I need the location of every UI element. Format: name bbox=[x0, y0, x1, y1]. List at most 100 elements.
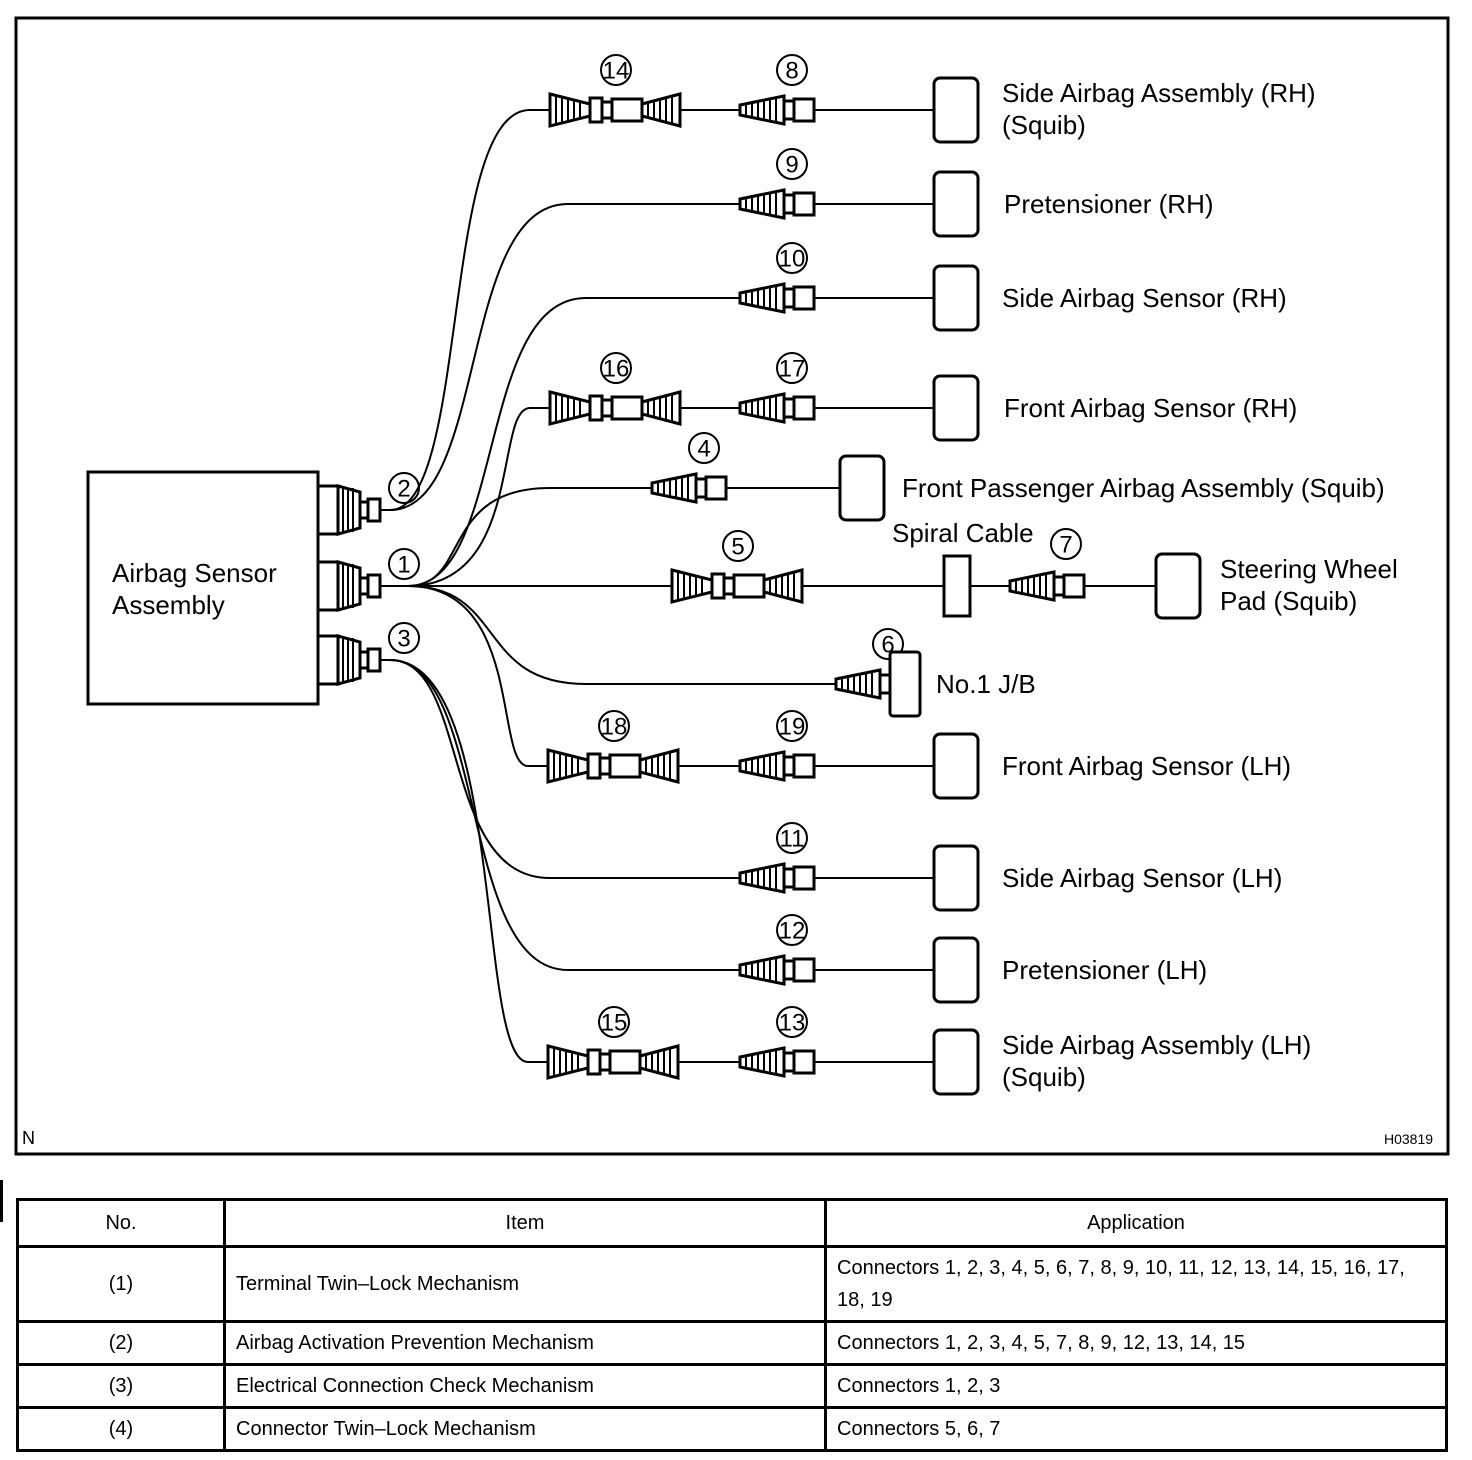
junction-block bbox=[888, 650, 922, 718]
row-application: Connectors 1, 2, 3, 4, 5, 6, 7, 8, 9, 10… bbox=[824, 1245, 1448, 1323]
connector-number: 5 bbox=[722, 530, 754, 562]
spiral-cable-label: Spiral Cable bbox=[892, 518, 1034, 548]
double-connector bbox=[546, 748, 680, 784]
single-connector bbox=[738, 1046, 816, 1078]
svg-text:2: 2 bbox=[397, 476, 410, 503]
connector-number: 17 bbox=[776, 352, 808, 384]
svg-text:8: 8 bbox=[785, 58, 798, 85]
double-connector bbox=[548, 92, 682, 128]
component-box bbox=[838, 454, 886, 522]
svg-text:15: 15 bbox=[601, 1010, 628, 1037]
double-connector bbox=[548, 390, 682, 426]
header-item: Item bbox=[223, 1198, 827, 1248]
wire-side-airbag-lh bbox=[380, 659, 548, 1063]
single-connector bbox=[738, 188, 816, 220]
row-application: Connectors 1, 2, 3, 4, 5, 7, 8, 9, 12, 1… bbox=[824, 1320, 1448, 1366]
row-item: Connector Twin–Lock Mechanism bbox=[223, 1406, 827, 1452]
double-connector bbox=[670, 568, 804, 604]
single-connector bbox=[738, 750, 816, 782]
sensor-connector-3 bbox=[316, 634, 382, 686]
svg-text:18: 18 bbox=[601, 714, 628, 741]
component-box bbox=[932, 374, 980, 442]
row-application: Connectors 1, 2, 3 bbox=[824, 1363, 1448, 1409]
connector-number: 16 bbox=[600, 352, 632, 384]
svg-text:5: 5 bbox=[731, 534, 744, 561]
component-label: Pretensioner (RH) bbox=[1004, 189, 1214, 219]
svg-text:10: 10 bbox=[779, 246, 806, 273]
mechanism-table: No. Item Application (1) Terminal Twin–L… bbox=[16, 1198, 1448, 1452]
component-label: Side Airbag Sensor (RH) bbox=[1002, 283, 1287, 313]
wire-pretensioner-lh bbox=[380, 659, 740, 971]
connector-number-1: 1 bbox=[388, 548, 420, 580]
svg-text:12: 12 bbox=[779, 918, 806, 945]
table-row: (1) Terminal Twin–Lock Mechanism Connect… bbox=[16, 1245, 1448, 1323]
component-box bbox=[932, 844, 980, 912]
connector-number-3: 3 bbox=[388, 622, 420, 654]
connector-number: 7 bbox=[1050, 528, 1082, 560]
connector-number: 11 bbox=[776, 822, 808, 854]
sensor-connector-1 bbox=[316, 560, 382, 612]
main-unit-label-line2: Assembly bbox=[112, 590, 225, 620]
svg-text:7: 7 bbox=[1059, 532, 1072, 559]
svg-text:16: 16 bbox=[603, 356, 630, 383]
table-row: (3) Electrical Connection Check Mechanis… bbox=[16, 1363, 1448, 1409]
connector-number: 19 bbox=[776, 710, 808, 742]
header-no: No. bbox=[16, 1198, 226, 1248]
row-item: Terminal Twin–Lock Mechanism bbox=[223, 1245, 827, 1323]
connector-number: 15 bbox=[598, 1006, 630, 1038]
connector-number: 12 bbox=[776, 914, 808, 946]
svg-text:14: 14 bbox=[603, 58, 630, 85]
component-label-line2: (Squib) bbox=[1002, 1062, 1086, 1092]
diagram-frame bbox=[14, 16, 1450, 1156]
component-label: Front Airbag Sensor (RH) bbox=[1004, 393, 1297, 423]
wire-front-airbag-sensor-rh bbox=[380, 407, 550, 587]
table-header-row: No. Item Application bbox=[16, 1198, 1448, 1248]
connector-number: 4 bbox=[688, 432, 720, 464]
svg-text:3: 3 bbox=[397, 626, 410, 653]
margin-bar bbox=[0, 1180, 3, 1222]
row-no: (4) bbox=[16, 1406, 226, 1452]
wire-front-airbag-sensor-lh bbox=[380, 585, 548, 767]
wire-no1-jb bbox=[380, 585, 836, 685]
svg-text:17: 17 bbox=[779, 356, 806, 383]
component-label: Front Airbag Sensor (LH) bbox=[1002, 751, 1291, 781]
connector-number: 10 bbox=[776, 242, 808, 274]
component-label-line2: (Squib) bbox=[1002, 110, 1086, 140]
figure-id: H03819 bbox=[1384, 1131, 1433, 1147]
wire-front-passenger-airbag bbox=[380, 487, 652, 587]
component-label: Pretensioner (LH) bbox=[1002, 955, 1207, 985]
single-connector bbox=[1008, 570, 1086, 602]
svg-text:1: 1 bbox=[397, 552, 410, 579]
component-box bbox=[932, 732, 980, 800]
single-connector bbox=[738, 282, 816, 314]
component-box bbox=[932, 264, 980, 332]
airbag-sensor-assembly: Airbag Sensor Assembly bbox=[86, 470, 320, 706]
header-application: Application bbox=[824, 1198, 1448, 1248]
row-no: (1) bbox=[16, 1245, 226, 1323]
connector-number-2: 2 bbox=[388, 472, 420, 504]
row-application: Connectors 5, 6, 7 bbox=[824, 1406, 1448, 1452]
component-label: Front Passenger Airbag Assembly (Squib) bbox=[902, 473, 1385, 503]
component-label: Side Airbag Sensor (LH) bbox=[1002, 863, 1282, 893]
connector-number: 6 bbox=[872, 628, 904, 660]
connector-number: 18 bbox=[598, 710, 630, 742]
component-box bbox=[932, 170, 980, 238]
single-connector bbox=[738, 94, 816, 126]
row-no: (2) bbox=[16, 1320, 226, 1366]
single-connector bbox=[738, 954, 816, 986]
row-item: Airbag Activation Prevention Mechanism bbox=[223, 1320, 827, 1366]
spiral-cable bbox=[942, 554, 972, 618]
connector-number: 13 bbox=[776, 1006, 808, 1038]
component-label-line2: Pad (Squib) bbox=[1220, 586, 1357, 616]
component-box bbox=[1154, 552, 1202, 620]
component-label: Steering Wheel bbox=[1220, 554, 1398, 584]
single-connector bbox=[650, 472, 728, 504]
